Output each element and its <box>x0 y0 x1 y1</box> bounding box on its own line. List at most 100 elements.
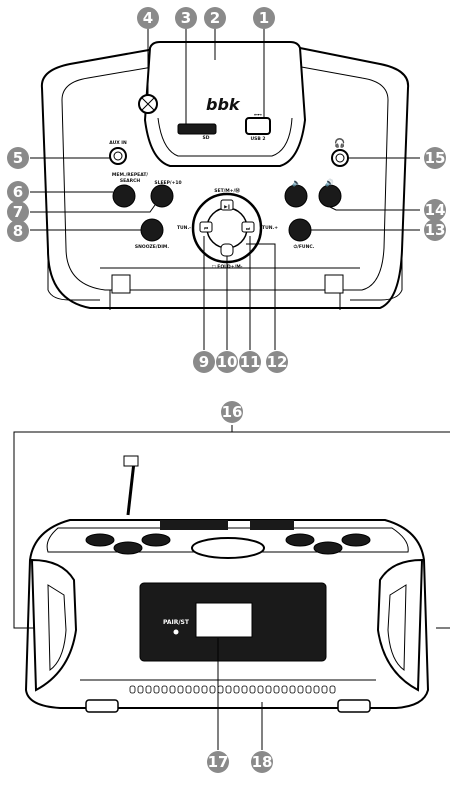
tune-minus-button[interactable] <box>199 221 213 233</box>
aux-in-jack-inner <box>113 151 123 161</box>
volume-down-button[interactable] <box>284 184 308 208</box>
aux-in-label: AUX IN <box>109 140 127 146</box>
grille-slot <box>249 685 256 694</box>
callout-5: 5 <box>7 147 29 169</box>
snooze-dim-button[interactable] <box>140 218 164 242</box>
grille-slot <box>153 685 160 694</box>
grille-slot <box>273 685 280 694</box>
grille-slot <box>305 685 312 694</box>
front-btn-5[interactable] <box>313 541 343 555</box>
svg-text:2: 2 <box>210 9 220 27</box>
fold-button[interactable] <box>220 243 234 257</box>
grille-slot <box>177 685 184 694</box>
grille-slot <box>289 685 296 694</box>
volume-up-button[interactable] <box>318 184 342 208</box>
svg-text:15: 15 <box>425 149 446 167</box>
grille-slot <box>241 685 248 694</box>
grille-slot <box>193 685 200 694</box>
grille-slot <box>137 685 144 694</box>
grille-slot <box>169 685 176 694</box>
usb-icon: ⭠⊷ <box>254 113 263 118</box>
svg-text:6: 6 <box>13 183 23 201</box>
tun-minus-label: TUN.- <box>177 225 191 231</box>
antenna <box>126 461 136 516</box>
front-nav-pad <box>191 537 265 559</box>
right-speaker <box>376 558 424 692</box>
play-pause-icon: ▶‖ <box>224 204 230 210</box>
right-foot <box>350 250 403 301</box>
grille-slot <box>225 685 232 694</box>
top-inner-rim <box>61 59 389 291</box>
top-view: bbk SD ⭠⊷ USB 2 AUX IN 🎧 MEM./REPEAT/ SE… <box>40 41 410 310</box>
callout-7: 7 <box>7 201 29 223</box>
usb-port[interactable] <box>245 117 271 135</box>
sd-card-slot[interactable] <box>177 123 217 135</box>
top-body <box>40 42 410 309</box>
callout-12: 12 <box>266 351 288 373</box>
front-btn-6[interactable] <box>341 533 371 547</box>
grille-slot <box>321 685 328 694</box>
svg-text:3: 3 <box>181 9 191 27</box>
lcd-display <box>195 602 253 638</box>
usb-label: USB 2 <box>250 136 265 142</box>
front-btn-1[interactable] <box>85 533 115 547</box>
right-vent <box>324 274 344 294</box>
cover-inner-line <box>157 117 293 157</box>
svg-text:5: 5 <box>13 149 23 167</box>
tun-plus-label: TUN.+ <box>262 225 278 231</box>
callout-16: 16 <box>221 401 243 423</box>
front-view: PAIR/ST <box>24 455 430 713</box>
func-label: ⏻/FUNC. <box>294 244 315 250</box>
leader-lines <box>13 28 450 750</box>
front-top-panel <box>46 527 409 553</box>
mem-repeat-search-button[interactable] <box>112 184 136 208</box>
left-speaker-inner <box>47 584 67 671</box>
callout-4: 4 <box>137 7 159 29</box>
volume-up-icon: 🔊 <box>325 178 334 187</box>
bottom-grille <box>129 685 336 694</box>
svg-text:13: 13 <box>425 221 446 239</box>
next-icon: ⏭ <box>246 227 251 232</box>
front-btn-2[interactable] <box>113 541 143 555</box>
left-vent <box>111 274 131 294</box>
callout-15: 15 <box>424 147 446 169</box>
front-btn-4[interactable] <box>285 533 315 547</box>
grille-slot <box>233 685 240 694</box>
grille-slot <box>161 685 168 694</box>
prev-icon: ⏮ <box>204 227 208 232</box>
navigation-pad-center <box>206 207 248 249</box>
left-foot <box>47 250 100 301</box>
antenna-tip <box>123 455 139 467</box>
svg-text:14: 14 <box>425 201 446 219</box>
play-pause-button[interactable] <box>220 199 234 211</box>
headphone-icon: 🎧 <box>334 137 345 149</box>
right-speaker-inner <box>387 584 407 671</box>
set-mode-label: SET/M+/Ⓜ <box>214 187 240 194</box>
svg-text:18: 18 <box>252 753 273 771</box>
grille-slot <box>329 685 336 694</box>
antenna-knob-mark <box>141 97 155 111</box>
volume-down-icon: 🔈 <box>292 179 301 187</box>
tune-plus-button[interactable] <box>241 221 255 233</box>
sleep-label: SLEEP/+10 <box>154 180 181 186</box>
front-btn-3[interactable] <box>141 533 171 547</box>
svg-text:11: 11 <box>240 353 261 371</box>
grille-slot <box>201 685 208 694</box>
callout-14: 14 <box>424 199 446 221</box>
svg-text:4: 4 <box>143 9 153 27</box>
front-top-buttons <box>85 520 371 559</box>
power-func-button[interactable] <box>288 218 312 242</box>
sleep-button[interactable] <box>150 184 174 208</box>
right-foot-front <box>337 699 371 713</box>
callout-1: 1 <box>253 7 275 29</box>
mem-repeat-label: MEM./REPEAT/ <box>112 172 148 178</box>
svg-text:1: 1 <box>259 9 269 27</box>
grille-slot <box>265 685 272 694</box>
grille-slot <box>185 685 192 694</box>
grille-slot <box>217 685 224 694</box>
search-label: SEARCH <box>120 178 141 184</box>
grille-slot <box>297 685 304 694</box>
callout-18: 18 <box>251 751 273 773</box>
snooze-dim-label: SNOOZE/DIM. <box>135 244 170 250</box>
